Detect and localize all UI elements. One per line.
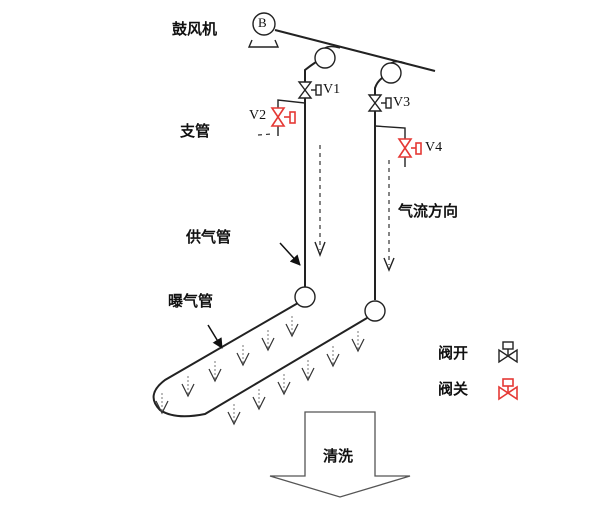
elbow-left [294, 286, 316, 308]
pipe-loop-1 [314, 47, 336, 69]
valve-v3-icon [367, 94, 392, 112]
valve-v4-label: V4 [425, 140, 443, 155]
bubble-arrow [277, 374, 291, 396]
blower-icon [247, 12, 280, 48]
legend-open-label: 阀开 [438, 344, 469, 362]
aeration-bubbles [155, 316, 365, 426]
blower-symbol: B [258, 15, 267, 30]
legend-closed-valve-icon [498, 378, 518, 401]
valve-v1-icon [297, 81, 322, 99]
aeration-pipe-label: 曝气管 [168, 292, 214, 310]
cleaning-label: 清洗 [323, 447, 354, 465]
bubble-arrow [227, 404, 241, 426]
valve-v4-icon [397, 138, 422, 158]
pipe-loop-2 [380, 62, 402, 84]
valve-v1-label: V1 [323, 82, 341, 97]
bubble-arrow [301, 360, 315, 382]
legend-open-valve-icon [498, 341, 518, 364]
legend-closed-label: 阀关 [438, 380, 469, 398]
bubble-arrow [326, 346, 340, 368]
supply-pipe-left [304, 61, 317, 287]
elbow-right [364, 300, 386, 322]
blower-label: 鼓风机 [172, 20, 218, 38]
bubble-arrow [181, 376, 195, 398]
valve-v2-icon [270, 107, 296, 127]
bubble-arrow [261, 330, 275, 352]
branch-pipe-label: 支管 [180, 122, 211, 140]
main-header-pipe [274, 29, 436, 72]
bubble-arrow [155, 393, 169, 415]
aeration-pipe [152, 302, 368, 418]
bubble-arrow [285, 316, 299, 338]
airflow-arrow-left [314, 145, 326, 257]
aeration-pipe-pointer [207, 324, 223, 349]
bubble-arrow [236, 345, 250, 367]
supply-pipe-right [374, 77, 383, 300]
valve-v3-label: V3 [393, 95, 411, 110]
bubble-arrow [351, 331, 365, 353]
supply-pipe-pointer [279, 242, 301, 266]
supply-pipe-label: 供气管 [186, 228, 232, 246]
cleaning-arrow [269, 411, 411, 498]
airflow-arrow-right [383, 160, 395, 272]
bubble-arrow [252, 389, 266, 411]
bubble-arrow [208, 361, 222, 383]
airflow-direction-label: 气流方向 [398, 202, 459, 220]
valve-v2-label: V2 [249, 108, 267, 123]
